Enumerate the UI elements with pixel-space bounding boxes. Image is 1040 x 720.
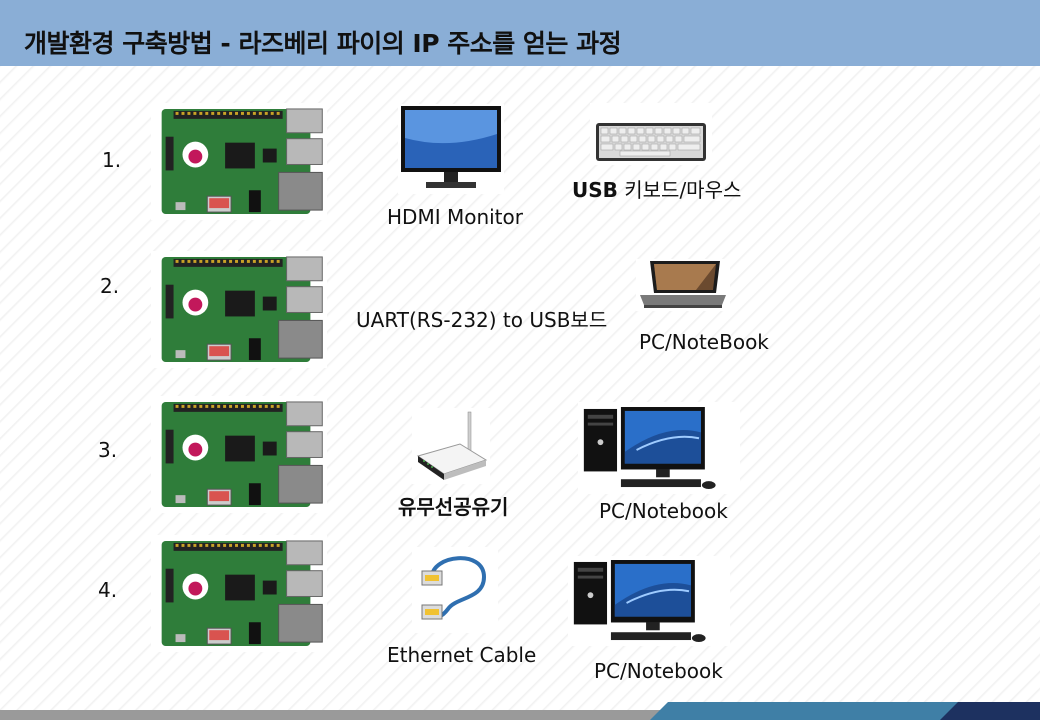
pc-notebook-label: PC/NoteBook bbox=[639, 330, 769, 354]
desktop-pc-icon bbox=[578, 402, 740, 494]
keyboard-icon bbox=[590, 103, 712, 165]
raspberry-pi-board-icon bbox=[151, 103, 327, 220]
monitor-icon bbox=[398, 104, 504, 194]
slide-title: 개발환경 구축방법 - 라즈베리 파이의 IP 주소를 얻는 과정 bbox=[24, 29, 622, 58]
pc-notebook-label: PC/Notebook bbox=[594, 659, 723, 683]
monitor-label: HDMI Monitor bbox=[387, 205, 523, 229]
raspberry-pi-board-icon bbox=[151, 535, 327, 652]
slide-header: 개발환경 구축방법 - 라즈베리 파이의 IP 주소를 얻는 과정 bbox=[0, 0, 1040, 66]
ethernet-cable-icon bbox=[412, 547, 498, 633]
usb-text: USB bbox=[572, 178, 618, 202]
router-label: 유무선공유기 bbox=[398, 495, 509, 519]
raspberry-pi-board-icon bbox=[151, 251, 327, 368]
pc-notebook-label: PC/Notebook bbox=[599, 499, 728, 523]
raspberry-pi-board-icon bbox=[151, 396, 327, 513]
step-number-1: 1. bbox=[102, 148, 122, 172]
wifi-router-icon bbox=[412, 408, 490, 484]
keyboard-mouse-text: 키보드/마우스 bbox=[617, 178, 742, 202]
uart-usb-board-label: UART(RS-232) to USB보드 bbox=[356, 308, 608, 332]
step-number-4: 4. bbox=[98, 578, 118, 602]
footer-bar bbox=[0, 710, 1040, 720]
ethernet-cable-label: Ethernet Cable bbox=[387, 643, 537, 667]
keyboard-mouse-label: USB 키보드/마우스 bbox=[572, 174, 741, 203]
step-number-2: 2. bbox=[100, 274, 120, 298]
desktop-pc-icon bbox=[568, 556, 730, 646]
step-number-3: 3. bbox=[98, 438, 118, 462]
footer-accent-teal bbox=[650, 702, 1040, 720]
footer-accent-navy bbox=[940, 702, 1040, 720]
laptop-icon bbox=[636, 259, 730, 311]
